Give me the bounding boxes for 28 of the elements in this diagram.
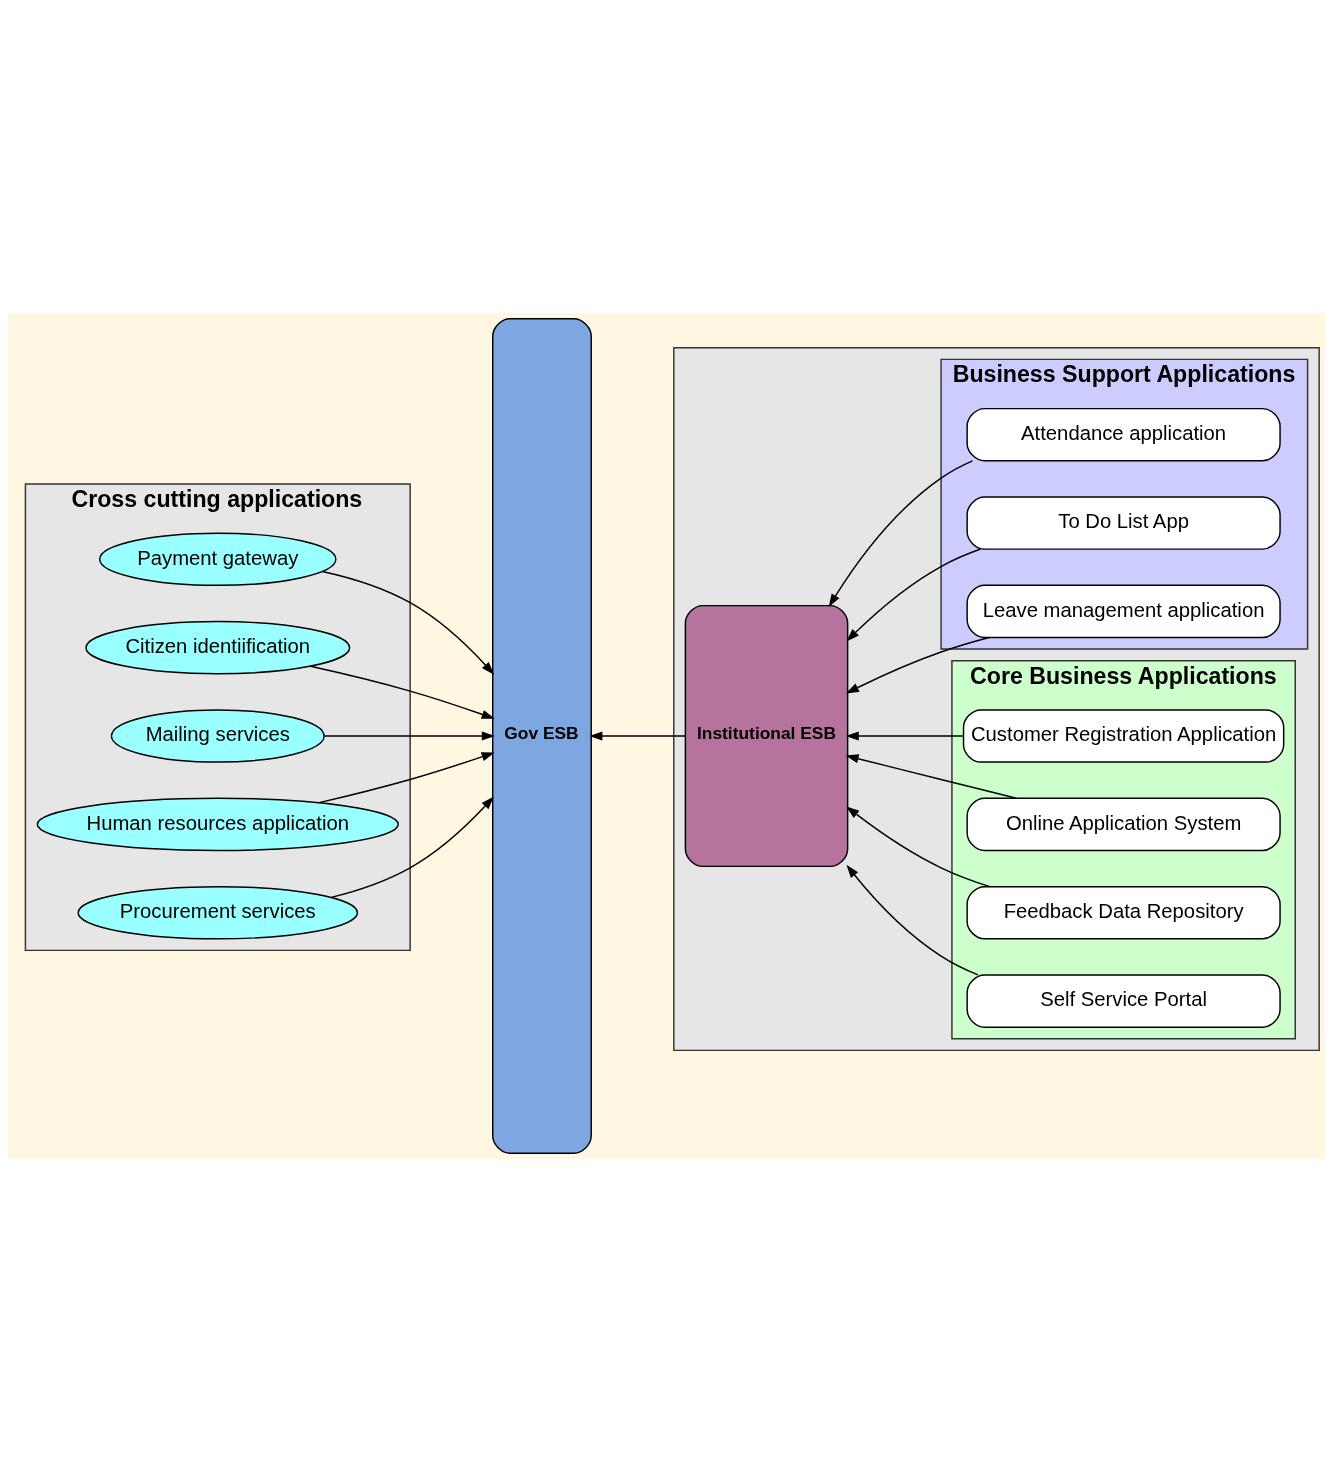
arrow: [318, 751, 495, 803]
node-box: Institutional ESB: [684, 604, 849, 867]
arrow: [846, 548, 981, 641]
arrow: [846, 805, 991, 887]
node-box: Gov ESB: [492, 317, 592, 1154]
node-box: Customer Registration Application: [962, 708, 1285, 763]
node-box: Leave management application: [966, 584, 1281, 638]
node-box: Online Application System: [966, 797, 1281, 851]
node-box: Attendance application: [966, 407, 1281, 461]
arrow: [330, 796, 494, 898]
node-ellipse: Procurement services: [77, 885, 359, 940]
arrow: [846, 864, 979, 976]
arrow: [309, 665, 495, 719]
node-box: To Do List App: [966, 495, 1281, 550]
node-box: Feedback Data Repository: [966, 885, 1281, 940]
arrow: [845, 636, 990, 693]
arrow: [845, 753, 1018, 799]
node-ellipse: Mailing services: [110, 708, 325, 763]
node-ellipse: Citizen identiification: [85, 620, 351, 674]
arrow: [828, 459, 974, 607]
node-ellipse: Payment gateway: [99, 531, 337, 586]
arrow: [323, 730, 495, 741]
node-ellipse: Human resources application: [36, 797, 399, 851]
arrow: [589, 730, 686, 741]
arrow: [321, 570, 495, 675]
node-box: Self Service Portal: [966, 973, 1281, 1028]
cluster: [673, 346, 1320, 1051]
arrow: [845, 730, 965, 741]
